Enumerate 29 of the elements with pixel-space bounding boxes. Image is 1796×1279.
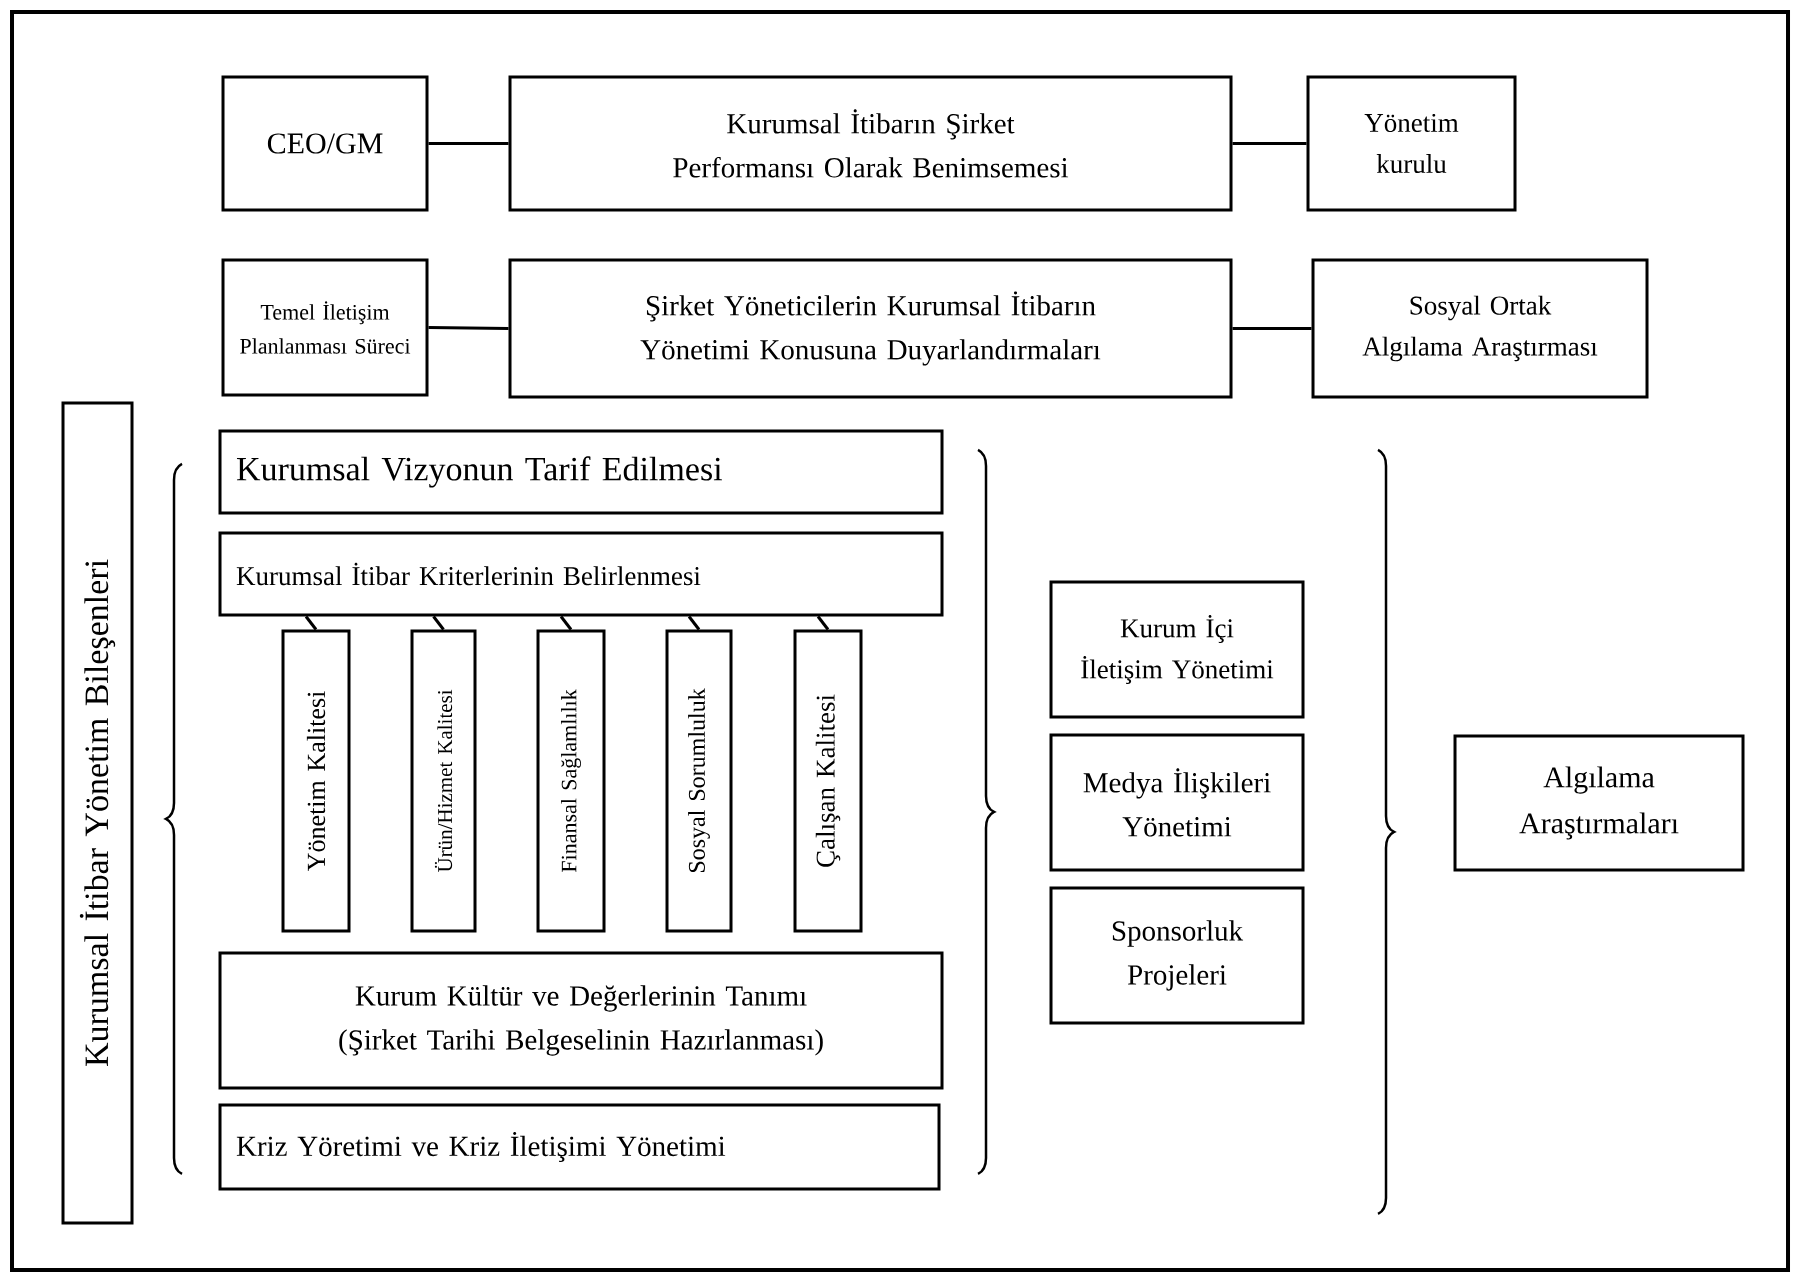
vertical-label-box: Kurumsal İtibar Yönetim Bileşenleri (61, 401, 134, 1225)
criterion-box: Finansal Sağlamlılık (536, 629, 606, 933)
process-box: Kurumsal İtibarın Şirket Performansı Olarak Benimsemesi (508, 75, 1233, 212)
process-box: Şirket Yöneticilerin Kurumsal İtibarın Yönetimi Konusuna Duyarlandırmaları (508, 258, 1233, 399)
process-box: Medya İlişkileri Yönetimi (1049, 733, 1305, 872)
process-box: Kurumsal İtibar Kriterlerinin Belirlenmesi (218, 531, 944, 617)
connector-line (687, 615, 701, 631)
connector-line (428, 142, 509, 145)
process-box: Kriz Yöretimi ve Kriz İletişimi Yönetimi (218, 1103, 941, 1191)
connector-line (816, 615, 830, 631)
process-box: Yönetim kurulu (1306, 75, 1517, 212)
process-box: Algılama Araştırmaları (1453, 734, 1745, 872)
connector-line (1232, 327, 1312, 330)
process-box: Sosyal Ortak Algılama Araştırması (1311, 258, 1649, 399)
process-box: Kurum Kültür ve Değerlerinin Tanımı (Şirket Tarihi Belgeselinin Hazırlanması) (218, 951, 944, 1090)
connector-line (432, 615, 445, 631)
connector-line (304, 615, 318, 631)
criterion-box: Ürün/Hizmet Kalitesi (410, 629, 477, 933)
process-box: Kurum İçi İletişim Yönetimi (1049, 580, 1305, 719)
connector-line (559, 615, 573, 631)
criterion-box: Yönetim Kalitesi (281, 629, 351, 933)
connector-line (1232, 142, 1307, 145)
process-box: Kurumsal Vizyonun Tarif Edilmesi (218, 429, 944, 515)
process-box: CEO/GM (221, 75, 429, 212)
criterion-box: Çalışan Kalitesi (793, 629, 863, 933)
process-box: Sponsorluk Projeleri (1049, 886, 1305, 1025)
process-box: Temel İletişim Planlanması Süreci (221, 258, 429, 397)
criterion-box: Sosyal Sorumluluk (665, 629, 733, 933)
connector-line (428, 326, 509, 330)
